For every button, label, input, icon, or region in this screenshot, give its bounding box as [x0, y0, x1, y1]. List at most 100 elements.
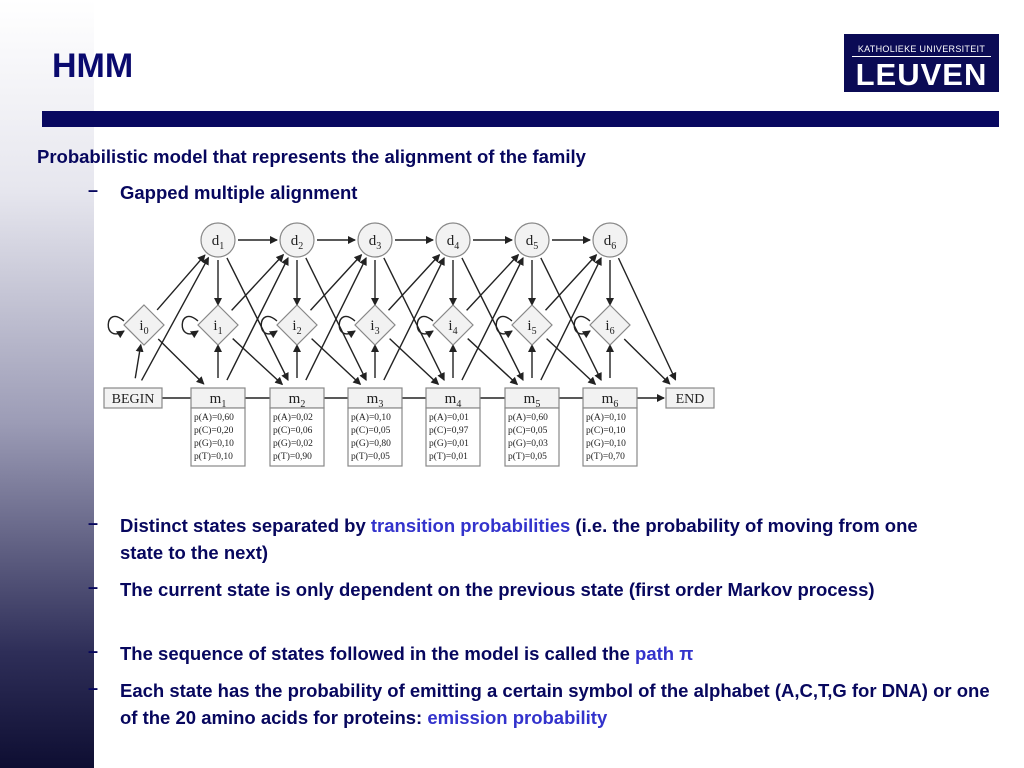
emission-probability-text: p(A)=0,10: [351, 412, 391, 423]
logo-divider: [852, 56, 991, 57]
insert-state-label: i6: [605, 318, 614, 337]
emission-probability-text: p(T)=0,01: [429, 451, 468, 462]
emission-box: [269, 407, 325, 467]
insert-state: [511, 304, 553, 346]
insert-state-label: i3: [370, 318, 379, 337]
self-loop-arrow: [338, 315, 356, 339]
self-loop-arrow: [107, 315, 125, 339]
transition-arrow: [388, 253, 441, 311]
emission-probability-text: p(G)=0,02: [273, 438, 313, 449]
bullet-markov: The current state is only dependent on t…: [120, 579, 875, 600]
transition-arrow: [305, 257, 367, 381]
end-state-label: END: [676, 392, 705, 407]
transition-arrow: [231, 253, 285, 311]
emission-probability-text: p(G)=0,01: [429, 438, 469, 449]
transition-arrow: [134, 343, 144, 379]
delete-state: [514, 222, 550, 258]
bullet-path: The sequence of states followed in the m…: [120, 640, 693, 667]
transition-arrow: [545, 253, 598, 311]
emission-probability-text: p(G)=0,03: [508, 438, 548, 449]
transition-arrow: [389, 338, 440, 386]
begin-state: [103, 387, 163, 409]
self-loop-arrow: [495, 315, 513, 339]
bullet-dash: –: [88, 641, 99, 661]
self-loop-arrow: [416, 315, 434, 339]
transition-arrow: [311, 338, 362, 386]
emission-probability-text: p(A)=0,60: [194, 412, 234, 423]
emission-box: [347, 407, 403, 467]
transition-arrow: [157, 338, 205, 385]
left-gradient-bar: [0, 0, 94, 768]
path-pi-highlight: path π: [635, 643, 694, 664]
insert-state: [123, 304, 165, 346]
emission-probability-text: p(C)=0,06: [273, 425, 313, 436]
logo-main-text: LEUVEN: [855, 57, 988, 92]
bullet-transition: Distinct states separated by transition …: [120, 512, 940, 566]
bullet-dash: –: [88, 678, 99, 698]
transition-arrow: [461, 256, 524, 381]
emission-probability-text: p(A)=0,10: [586, 412, 626, 423]
transition-probabilities-highlight: transition probabilities: [370, 515, 571, 536]
transition-arrow: [310, 253, 363, 311]
transition-arrow: [617, 257, 677, 381]
transition-arrow: [466, 253, 520, 311]
emission-probability-text: p(T)=0,05: [508, 451, 547, 462]
emission-probability-text: p(A)=0,02: [273, 412, 313, 423]
emission-box: [504, 407, 560, 467]
emission-box: [425, 407, 481, 467]
bullet-path-pre: The sequence of states followed in the m…: [120, 643, 636, 664]
transition-arrow: [540, 257, 602, 381]
delete-state: [279, 222, 315, 258]
slide-title: HMM: [52, 47, 134, 85]
insert-state-label: i4: [448, 318, 457, 337]
bullet-transition-post: (i.e. the probability of moving from one…: [120, 515, 918, 563]
transition-arrow: [226, 256, 289, 381]
emission-probability-text: p(C)=0,97: [429, 425, 469, 436]
insert-state-label: i0: [139, 318, 148, 337]
insert-state: [197, 304, 239, 346]
delete-state: [592, 222, 628, 258]
emission-probability-highlight: emission probability: [427, 707, 608, 728]
transition-arrow: [156, 254, 206, 311]
transition-arrow: [623, 338, 671, 385]
begin-state-label: BEGIN: [112, 392, 155, 407]
transition-arrow: [140, 256, 210, 381]
emission-probability-text: p(T)=0,10: [194, 451, 233, 462]
insert-state: [589, 304, 631, 346]
insert-state-label: i1: [213, 318, 222, 337]
bullet-dash: –: [88, 577, 99, 597]
emission-probability-text: p(G)=0,10: [586, 438, 626, 449]
bullet-emission: Each state has the probability of emitti…: [120, 677, 1000, 731]
emission-box: [190, 407, 246, 467]
end-state: [665, 387, 715, 409]
emission-probability-text: p(C)=0,20: [194, 425, 234, 436]
emission-probability-text: p(G)=0,10: [194, 438, 234, 449]
insert-state: [354, 304, 396, 346]
emission-probability-text: p(A)=0,01: [429, 412, 469, 423]
main-bullet: Probabilistic model that represents the …: [37, 146, 586, 167]
insert-state: [276, 304, 318, 346]
logo-top-text: KATHOLIEKE UNIVERSITEIT: [857, 44, 986, 54]
self-loop-arrow: [260, 315, 278, 339]
transition-arrow: [467, 338, 519, 386]
emission-probability-text: p(G)=0,80: [351, 438, 391, 449]
self-loop-arrow: [573, 315, 591, 339]
transition-arrow: [546, 338, 597, 386]
bullet-dash: –: [88, 180, 99, 200]
bullet-dash: –: [88, 513, 99, 533]
insert-state-label: i5: [527, 318, 536, 337]
emission-box: [582, 407, 638, 467]
emission-probability-text: p(T)=0,90: [273, 451, 312, 462]
insert-state-label: i2: [292, 318, 301, 337]
bullet-emission-pre: Each state has the probability of emitti…: [120, 680, 990, 728]
emission-probability-text: p(A)=0,60: [508, 412, 548, 423]
insert-state: [432, 304, 474, 346]
sub-bullet-gapped: Gapped multiple alignment: [120, 182, 358, 203]
delete-state: [357, 222, 393, 258]
self-loop-arrow: [181, 315, 199, 339]
emission-probability-text: p(C)=0,10: [586, 425, 626, 436]
university-logo: KATHOLIEKE UNIVERSITEIT LEUVEN: [844, 34, 999, 92]
delete-state: [435, 222, 471, 258]
